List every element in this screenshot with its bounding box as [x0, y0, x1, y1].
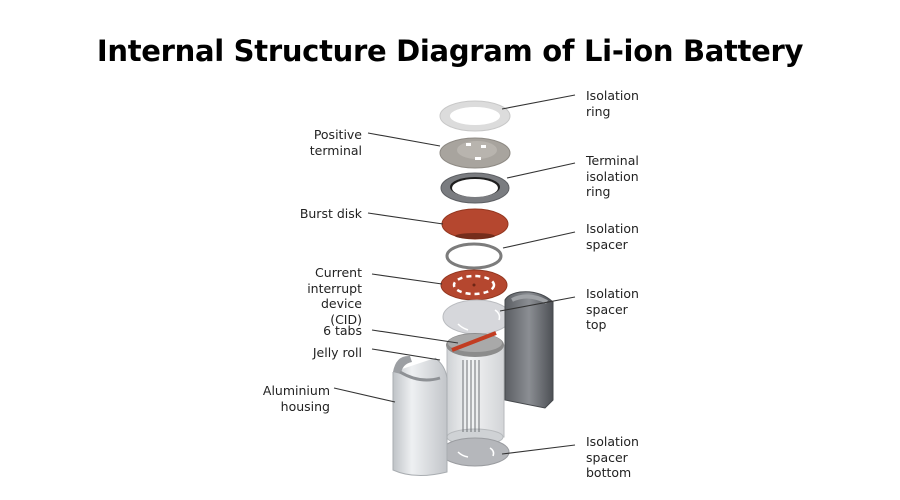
label-isolation-spacer: Isolation spacer	[586, 221, 639, 252]
callout-isolation-spacer-top	[499, 296, 576, 312]
housing-right-half	[504, 291, 554, 409]
label-cid: Current interrupt device (CID)	[307, 265, 362, 327]
label-isolation-ring: Isolation ring	[586, 88, 639, 119]
callout-isolation-spacer-bottom	[501, 444, 576, 455]
label-jelly-roll: Jelly roll	[312, 345, 362, 360]
positive-terminal-part	[439, 137, 511, 169]
callout-lines	[333, 94, 576, 455]
terminal-isolation-ring-part	[440, 172, 510, 204]
label-burst-disk: Burst disk	[299, 206, 362, 221]
label-six-tabs: 6 tabs	[323, 323, 362, 338]
cid-part	[440, 269, 508, 301]
label-isolation-spacer-bottom: Isolation spacer bottom	[586, 434, 639, 480]
callout-aluminium-housing	[333, 387, 396, 403]
label-positive-terminal: Positive terminal	[309, 127, 362, 158]
isolation-ring-part	[439, 100, 511, 132]
burst-disk-part	[441, 208, 509, 240]
label-terminal-isolation-ring: Terminal isolation ring	[586, 153, 639, 199]
callout-jelly-roll	[371, 348, 441, 361]
callout-terminal-isolation-ring	[506, 162, 576, 179]
callout-isolation-ring	[501, 94, 576, 110]
callout-isolation-spacer	[502, 231, 576, 249]
callout-cid	[371, 273, 443, 285]
isolation-spacer-bottom-part	[440, 437, 510, 467]
diagram-title: Internal Structure Diagram of Li-ion Bat…	[96, 34, 804, 68]
label-aluminium-housing: Aluminium housing	[262, 383, 330, 414]
isolation-spacer-part	[445, 242, 503, 270]
callout-six-tabs	[371, 329, 459, 344]
jelly-roll-part	[446, 331, 505, 446]
housing-left-half	[392, 355, 448, 476]
callout-burst-disk	[367, 212, 444, 225]
callout-positive-terminal	[367, 132, 441, 147]
label-isolation-spacer-top: Isolation spacer top	[586, 286, 639, 332]
isolation-spacer-top-part	[442, 299, 512, 335]
